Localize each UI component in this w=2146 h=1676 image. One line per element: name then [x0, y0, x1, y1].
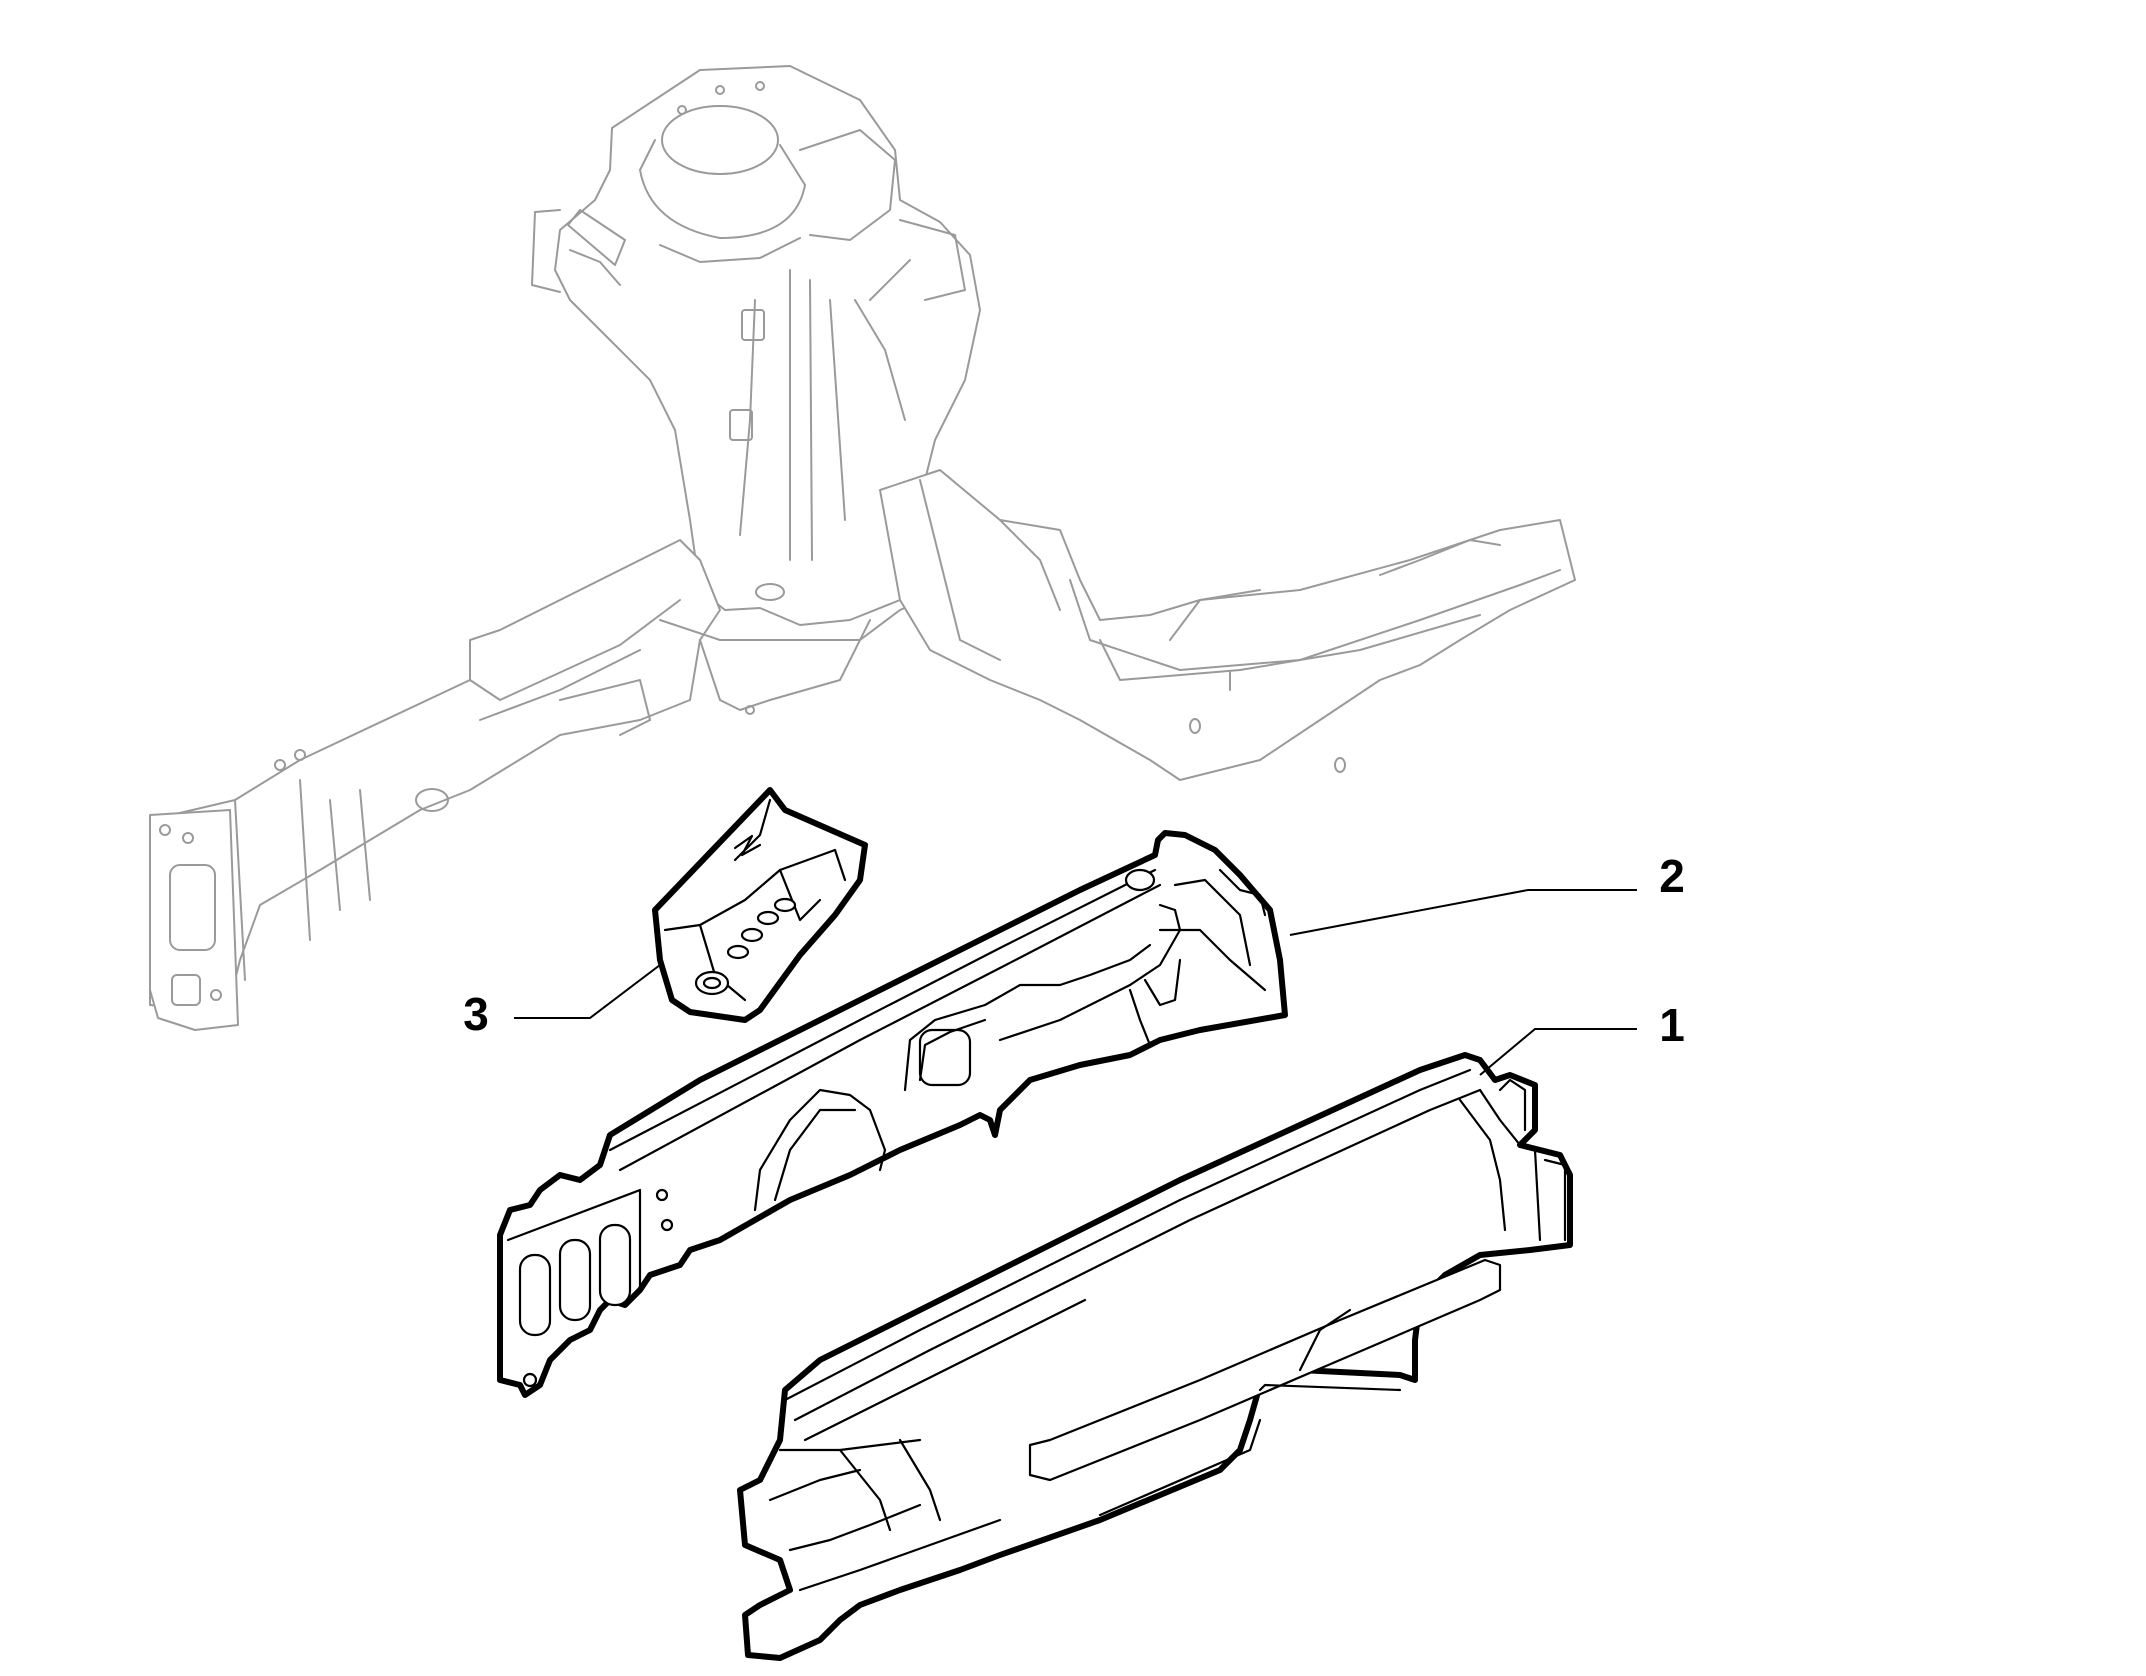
callout-3: 3	[463, 964, 661, 1040]
strut-tower	[554, 65, 981, 626]
part-3-hole-1	[773, 897, 797, 913]
strut-dome-top	[661, 105, 779, 175]
rear-rail-right	[879, 469, 1576, 781]
front-flange-plate	[149, 809, 239, 1031]
callout-3-label: 3	[463, 988, 489, 1040]
part-3-hole-2	[756, 910, 780, 926]
callout-2-leader	[1289, 889, 1637, 936]
strut-dome-side	[639, 169, 806, 239]
tower-slot-lower	[729, 409, 753, 441]
part-3-hole-3	[740, 927, 764, 943]
part-3-hole-4	[726, 944, 750, 960]
callout-1: 1	[1479, 999, 1685, 1076]
part-2-slot-2	[558, 1238, 592, 1322]
part-3-bracket	[652, 787, 868, 1023]
part-3-outline	[652, 787, 868, 1023]
part-1-outline	[737, 1052, 1573, 1661]
callout-3-leader	[514, 964, 661, 1019]
body-assembly-context	[149, 65, 1576, 1031]
part-1-long-slot	[1028, 1258, 1502, 1482]
callout-2-label: 2	[1659, 850, 1685, 902]
tower-slot-upper	[741, 309, 765, 341]
callout-1-label: 1	[1659, 999, 1685, 1051]
callout-1-leader	[1479, 1028, 1637, 1076]
callout-2: 2	[1289, 850, 1685, 936]
part-3-boss	[694, 970, 730, 996]
part-2-outline	[497, 830, 1288, 1398]
part-2-inner-rail	[497, 830, 1288, 1398]
part-2-slot-3	[598, 1223, 632, 1307]
part-1-outer-rail	[737, 1052, 1573, 1661]
part-2-slot-1	[518, 1253, 552, 1337]
